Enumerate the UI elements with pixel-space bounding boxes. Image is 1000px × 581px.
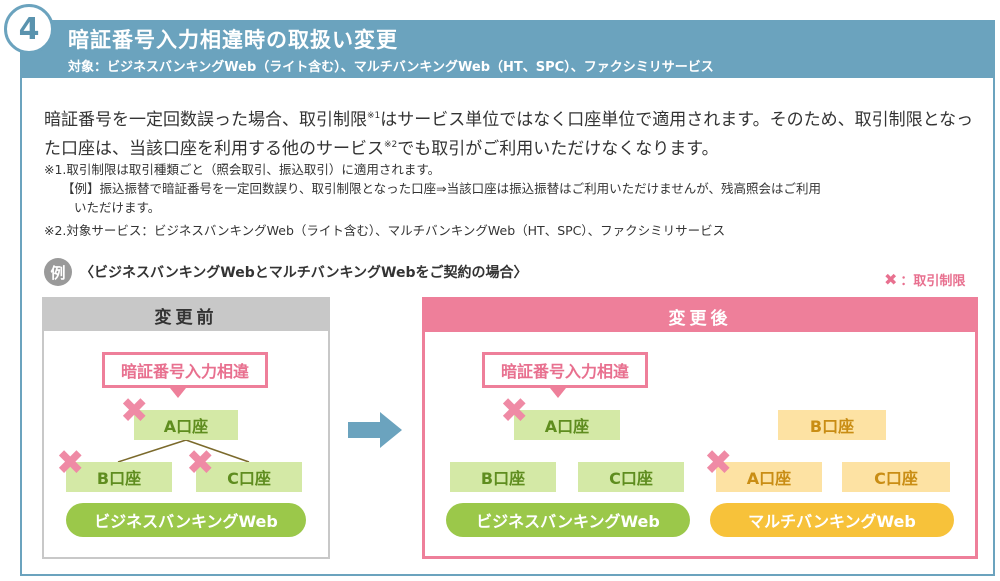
- section-number: 4: [4, 4, 54, 54]
- example-title: 〈ビジネスバンキングWebとマルチバンキングWebをご契約の場合〉: [80, 265, 528, 281]
- restriction-x-icon: ✖: [186, 443, 215, 483]
- lead-paragraph: 暗証番号を一定回数誤った場合、取引制限※1はサービス単位ではなく口座単位で適用さ…: [44, 104, 984, 162]
- restriction-x-icon: ✖: [500, 391, 529, 431]
- before-account-a: A口座: [134, 410, 238, 440]
- before-service-business-web: ビジネスバンキングWeb: [66, 503, 306, 537]
- after-multi-account-c: C口座: [842, 462, 950, 492]
- restriction-icon: ✖: [884, 270, 898, 289]
- after-service-multi-web: マルチバンキングWeb: [710, 503, 954, 537]
- before-password-mismatch-box: 暗証番号入力相違: [102, 352, 268, 388]
- footnote-ref-2: ※2: [384, 140, 398, 150]
- legend-restriction: ✖：取引制限: [884, 270, 965, 289]
- arrow-right-icon: [348, 412, 402, 448]
- after-business-account-a: A口座: [514, 410, 620, 440]
- after-callout-tail: [550, 388, 566, 398]
- before-account-b: B口座: [66, 462, 172, 492]
- lead-text-2: はサービス単位ではなく口座単位で適用されます。そのため、取引制限となった口座は、…: [44, 110, 974, 159]
- note-1: ※1.取引制限は取引種類ごと（照会取引、振込取引）に適用されます。: [44, 162, 441, 177]
- after-panel-title: 変更後: [425, 300, 975, 332]
- before-account-c: C口座: [196, 462, 302, 492]
- before-callout-tail: [170, 388, 186, 398]
- example-badge: 例: [44, 258, 72, 286]
- section-title: 暗証番号入力相違時の取扱い変更: [68, 28, 398, 52]
- after-service-business-web: ビジネスバンキングWeb: [446, 503, 690, 537]
- before-panel-title: 変更前: [44, 299, 328, 331]
- after-password-mismatch-box: 暗証番号入力相違: [482, 352, 648, 388]
- after-multi-account-a: A口座: [716, 462, 822, 492]
- note-2: ※2.対象サービス：ビジネスバンキングWeb（ライト含む）、マルチバンキングWe…: [44, 223, 726, 238]
- after-business-account-b: B口座: [450, 462, 556, 492]
- restriction-x-icon: ✖: [56, 443, 85, 483]
- restriction-x-icon: ✖: [704, 443, 733, 483]
- section-header: [20, 20, 995, 78]
- lead-text-3: でも取引がご利用いただけなくなります。: [397, 139, 719, 159]
- note-1-example-b: いただけます。: [74, 200, 161, 215]
- after-multi-account-b: B口座: [778, 410, 886, 440]
- section-subtitle: 対象：ビジネスバンキングWeb（ライト含む）、マルチバンキングWeb（HT、SP…: [68, 60, 714, 75]
- legend-label: ：取引制限: [900, 274, 966, 289]
- note-1-example-a: 【例】振込振替で暗証番号を一定回数誤り、取引制限となった口座⇒当該口座は振込振替…: [62, 181, 821, 196]
- after-business-account-c: C口座: [578, 462, 684, 492]
- restriction-x-icon: ✖: [120, 391, 149, 431]
- lead-text-1: 暗証番号を一定回数誤った場合、取引制限: [44, 110, 367, 130]
- footnote-ref-1: ※1: [367, 111, 381, 121]
